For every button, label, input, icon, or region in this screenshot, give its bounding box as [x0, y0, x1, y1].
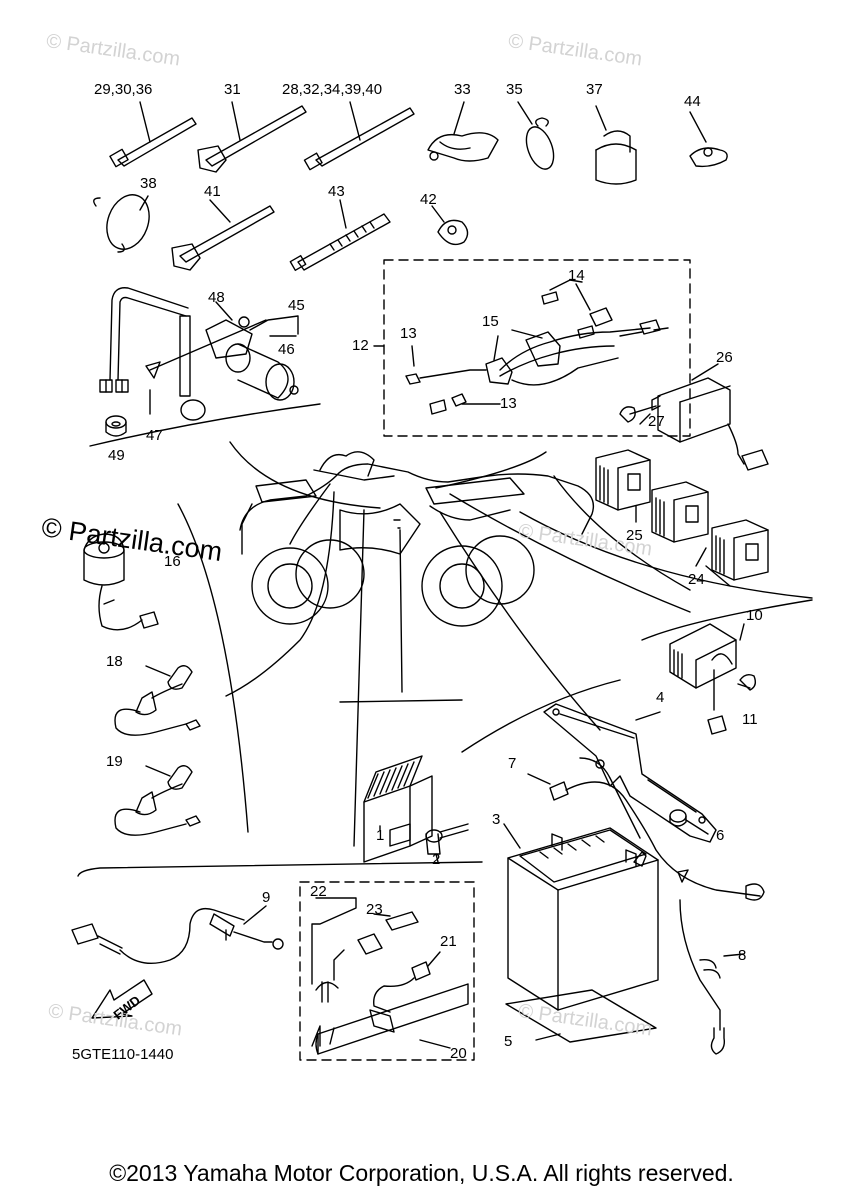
- relay-24a: [651, 481, 709, 543]
- callout-24: 24: [688, 571, 705, 588]
- callout-48: 48: [208, 289, 225, 306]
- bolt-2: [425, 823, 469, 863]
- callout-6: 6: [716, 827, 725, 844]
- callout-18: 18: [106, 653, 123, 670]
- wiring-20-23: [311, 897, 469, 1055]
- callout-37: 37: [586, 81, 603, 98]
- sublead-box: [299, 881, 475, 1061]
- cable-tie-31: [197, 101, 307, 173]
- battery-cable-7: [527, 757, 765, 901]
- callout-1: 1: [376, 827, 385, 844]
- cable-tie-43: [289, 199, 391, 272]
- copyright-text: ©2013 Yamaha Motor Corporation, U.S.A. A…: [109, 1160, 734, 1186]
- callout-25: 25: [626, 527, 643, 544]
- callout-15: 15: [482, 313, 499, 330]
- callout-23: 23: [366, 901, 383, 918]
- grommet-49: [105, 415, 127, 437]
- lever-assembly-45: [99, 287, 299, 421]
- relay-24b: [695, 519, 769, 587]
- clamp-37: [595, 105, 637, 185]
- sensor-18: [114, 665, 201, 736]
- callout-16: 16: [164, 553, 181, 570]
- clamp-42: [431, 205, 469, 246]
- callout-44: 44: [684, 93, 701, 110]
- subharness-box: [383, 259, 691, 437]
- bracket-4: [543, 703, 717, 843]
- callout-27: 27: [648, 413, 665, 430]
- callout-19: 19: [106, 753, 123, 770]
- band-38: [93, 194, 150, 253]
- callout-8: 8: [738, 947, 747, 964]
- callout-42: 42: [420, 191, 437, 208]
- callout-21: 21: [440, 933, 457, 950]
- clamp-33: [427, 101, 499, 162]
- sensor-19: [114, 765, 201, 836]
- callout-13: 13: [400, 325, 417, 342]
- lead-9: [71, 905, 284, 964]
- callout-4: 4: [656, 689, 665, 706]
- relay-25: [595, 449, 651, 523]
- callout-12: 12: [352, 337, 369, 354]
- callout-14: 14: [568, 267, 585, 284]
- callout-47: 47: [146, 427, 163, 444]
- clamp-44: [689, 111, 728, 168]
- callout-38: 38: [140, 175, 157, 192]
- cdi-unit-26: [619, 363, 769, 471]
- cable-tie-41: [171, 199, 275, 271]
- atv-silhouette: [239, 451, 595, 627]
- cable-tie-29-30-36: [109, 101, 197, 168]
- cable-tie-28: [303, 101, 415, 171]
- battery-3: [503, 823, 659, 1011]
- diagram-code: 5GTE110-1440: [72, 1046, 174, 1063]
- callout-35: 35: [506, 81, 523, 98]
- callout-45: 45: [288, 297, 305, 314]
- callout-33: 33: [454, 81, 471, 98]
- callout-43: 43: [328, 183, 345, 200]
- callout-9: 9: [262, 889, 271, 906]
- callout-7: 7: [508, 755, 517, 772]
- callout-20: 20: [450, 1045, 467, 1062]
- callout-31: 31: [224, 81, 241, 98]
- rectifier-regulator-1: [363, 755, 433, 863]
- callout-29-30-36: 29,30,36: [94, 81, 153, 98]
- main-switch-16: [83, 533, 159, 631]
- callout-13b: 13: [500, 395, 517, 412]
- callout-46: 46: [278, 341, 295, 358]
- band-35: [517, 101, 555, 170]
- callout-22: 22: [310, 883, 327, 900]
- callout-3: 3: [492, 811, 501, 828]
- damper-6: [669, 809, 709, 835]
- callout-41: 41: [204, 183, 221, 200]
- callout-11: 11: [742, 711, 758, 728]
- callout-10: 10: [746, 607, 763, 624]
- group-divider-left: [229, 441, 381, 509]
- callout-5: 5: [504, 1033, 513, 1050]
- subharness-12: [373, 279, 669, 415]
- callout-28-32-34-39-40: 28,32,34,39,40: [282, 81, 383, 98]
- relay-10: [669, 623, 757, 735]
- callout-26: 26: [716, 349, 733, 366]
- fwd-arrow: [91, 979, 153, 1019]
- callout-2: 2: [432, 851, 441, 868]
- battery-sheet-5: [505, 989, 657, 1043]
- battery-cable-8: [677, 869, 745, 1055]
- callout-49: 49: [108, 447, 125, 464]
